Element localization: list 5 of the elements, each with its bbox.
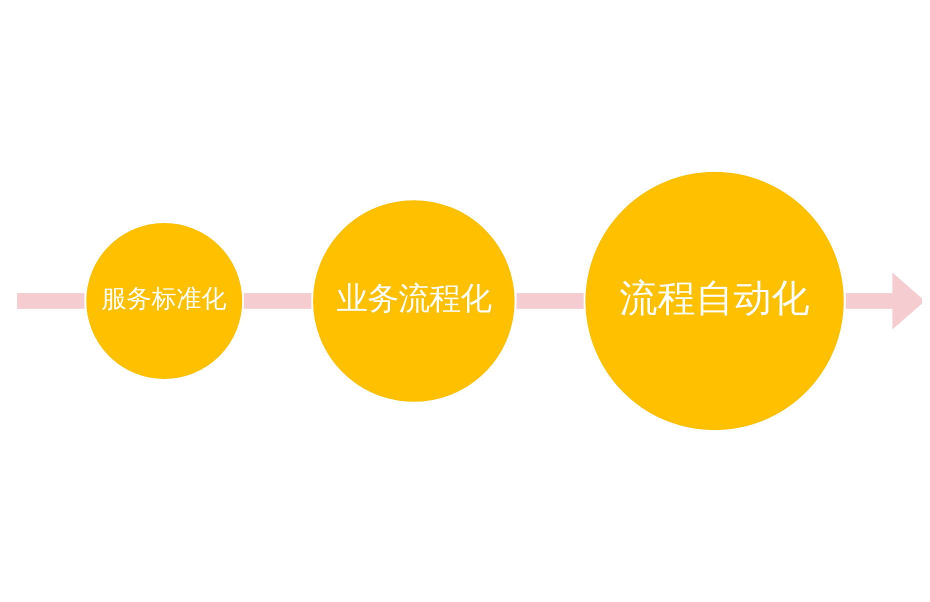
node-circle: 流程自动化 xyxy=(582,168,847,434)
connector xyxy=(17,293,84,309)
arrow xyxy=(846,272,922,330)
connector xyxy=(516,293,584,309)
connector xyxy=(244,293,312,309)
